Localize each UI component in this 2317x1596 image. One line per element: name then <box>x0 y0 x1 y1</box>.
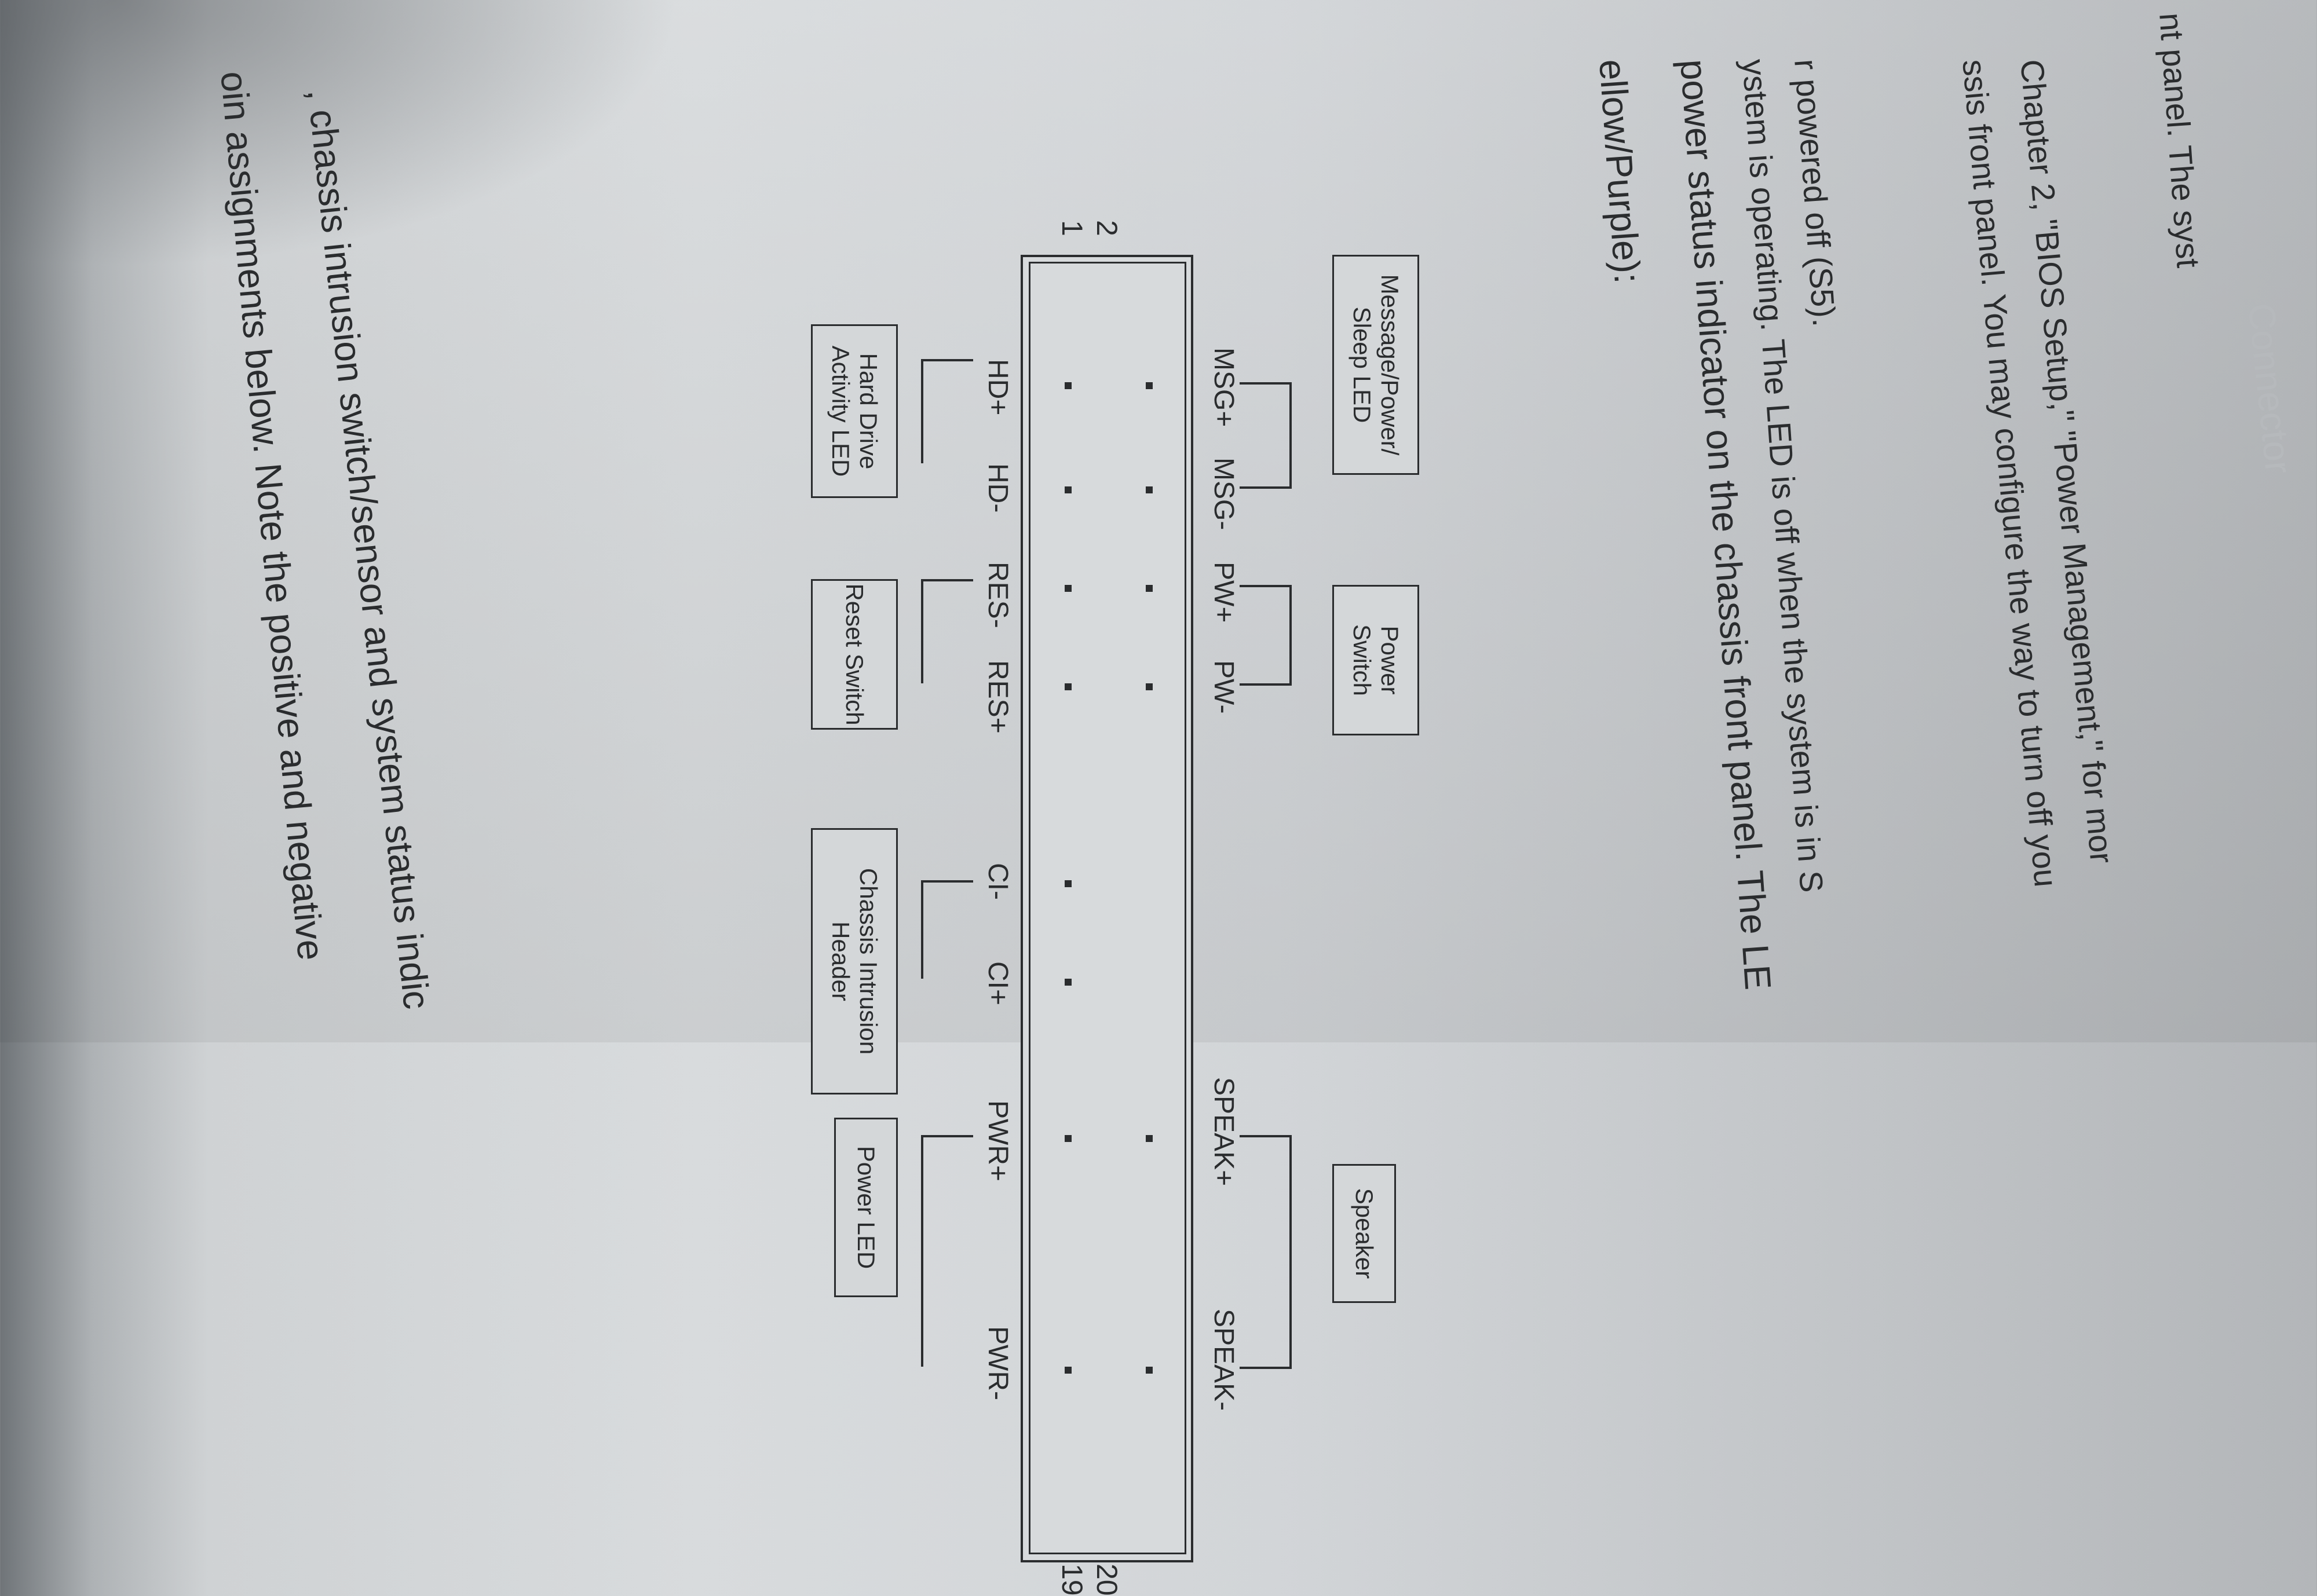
pin <box>1065 1367 1072 1374</box>
wire <box>921 880 923 979</box>
pin-label-pw-minus: PW- <box>1208 660 1239 714</box>
pin-label-res-minus: RES- <box>982 562 1013 628</box>
manual-page: Connector , chassis intrusion switch/sen… <box>213 12 2300 1596</box>
pin-number-top-right: 20 <box>1091 1564 1123 1596</box>
speaker-box: Speaker <box>1332 1164 1396 1303</box>
pin <box>1146 1367 1153 1374</box>
pin <box>1065 382 1072 389</box>
pin-number-bottom-right: 19 <box>1056 1564 1088 1596</box>
pin <box>1065 979 1072 986</box>
wire <box>1240 486 1292 489</box>
pin <box>1065 683 1072 690</box>
pin-label-msg-plus: MSG+ <box>1208 347 1239 427</box>
pin <box>1146 585 1153 592</box>
wire <box>921 359 973 361</box>
power-led-box: Power LED <box>834 1118 898 1297</box>
wire <box>921 359 923 463</box>
pin-label-speak-minus: SPEAK- <box>1208 1309 1239 1411</box>
pin-label-pwr-minus: PWR- <box>982 1326 1013 1400</box>
pin <box>1065 1135 1072 1142</box>
wire <box>1289 1135 1292 1369</box>
pin <box>1146 683 1153 690</box>
wire <box>921 579 923 683</box>
pin-label-hd-minus: HD- <box>982 463 1013 513</box>
wire <box>1289 382 1292 489</box>
pin-label-ci-plus: CI+ <box>982 961 1013 1006</box>
wire <box>921 1135 923 1367</box>
pin-label-ci-minus: CI- <box>982 863 1013 900</box>
power-switch-box: Power Switch <box>1332 585 1419 735</box>
pin-number-top-left: 2 <box>1091 220 1123 236</box>
chassis-intrusion-header-box: Chassis Intrusion Header <box>811 828 898 1094</box>
pin-number-bottom-left: 1 <box>1056 220 1088 236</box>
wire <box>921 1135 973 1137</box>
pin <box>1146 486 1153 493</box>
msg-power-sleep-led-box: Message/Power/ Sleep LED <box>1332 255 1419 475</box>
pin-label-pw-plus: PW+ <box>1208 562 1239 623</box>
body-text-line-9: nt panel. The syst <box>2152 12 2207 269</box>
pin-label-msg-minus: MSG- <box>1208 457 1239 530</box>
wire <box>1240 683 1292 686</box>
wire <box>1240 1367 1292 1369</box>
pin <box>1065 880 1072 887</box>
connector-inner <box>1029 262 1186 1554</box>
pin-label-res-plus: RES+ <box>982 660 1013 734</box>
body-text-line-6: r powered off (S5). <box>1788 58 1843 328</box>
wire <box>1289 585 1292 686</box>
wire <box>921 579 973 581</box>
wire <box>1240 585 1292 587</box>
wire <box>1240 1135 1292 1137</box>
wire <box>921 880 973 883</box>
pin <box>1065 585 1072 592</box>
wire <box>1240 382 1292 385</box>
pin <box>1065 486 1072 493</box>
pin-label-hd-plus: HD+ <box>982 359 1013 416</box>
body-text-line-3: ellow/Purple): <box>1591 58 1649 285</box>
pin-label-pwr-plus: PWR+ <box>982 1100 1013 1182</box>
reset-switch-box: Reset Switch <box>811 579 898 730</box>
faded-showthrough: Connector <box>2240 301 2300 476</box>
hard-drive-activity-led-box: Hard Drive Activity LED <box>811 324 898 498</box>
pin-label-speak-plus: SPEAK+ <box>1208 1077 1239 1187</box>
pin <box>1146 1135 1153 1142</box>
pin <box>1146 382 1153 389</box>
